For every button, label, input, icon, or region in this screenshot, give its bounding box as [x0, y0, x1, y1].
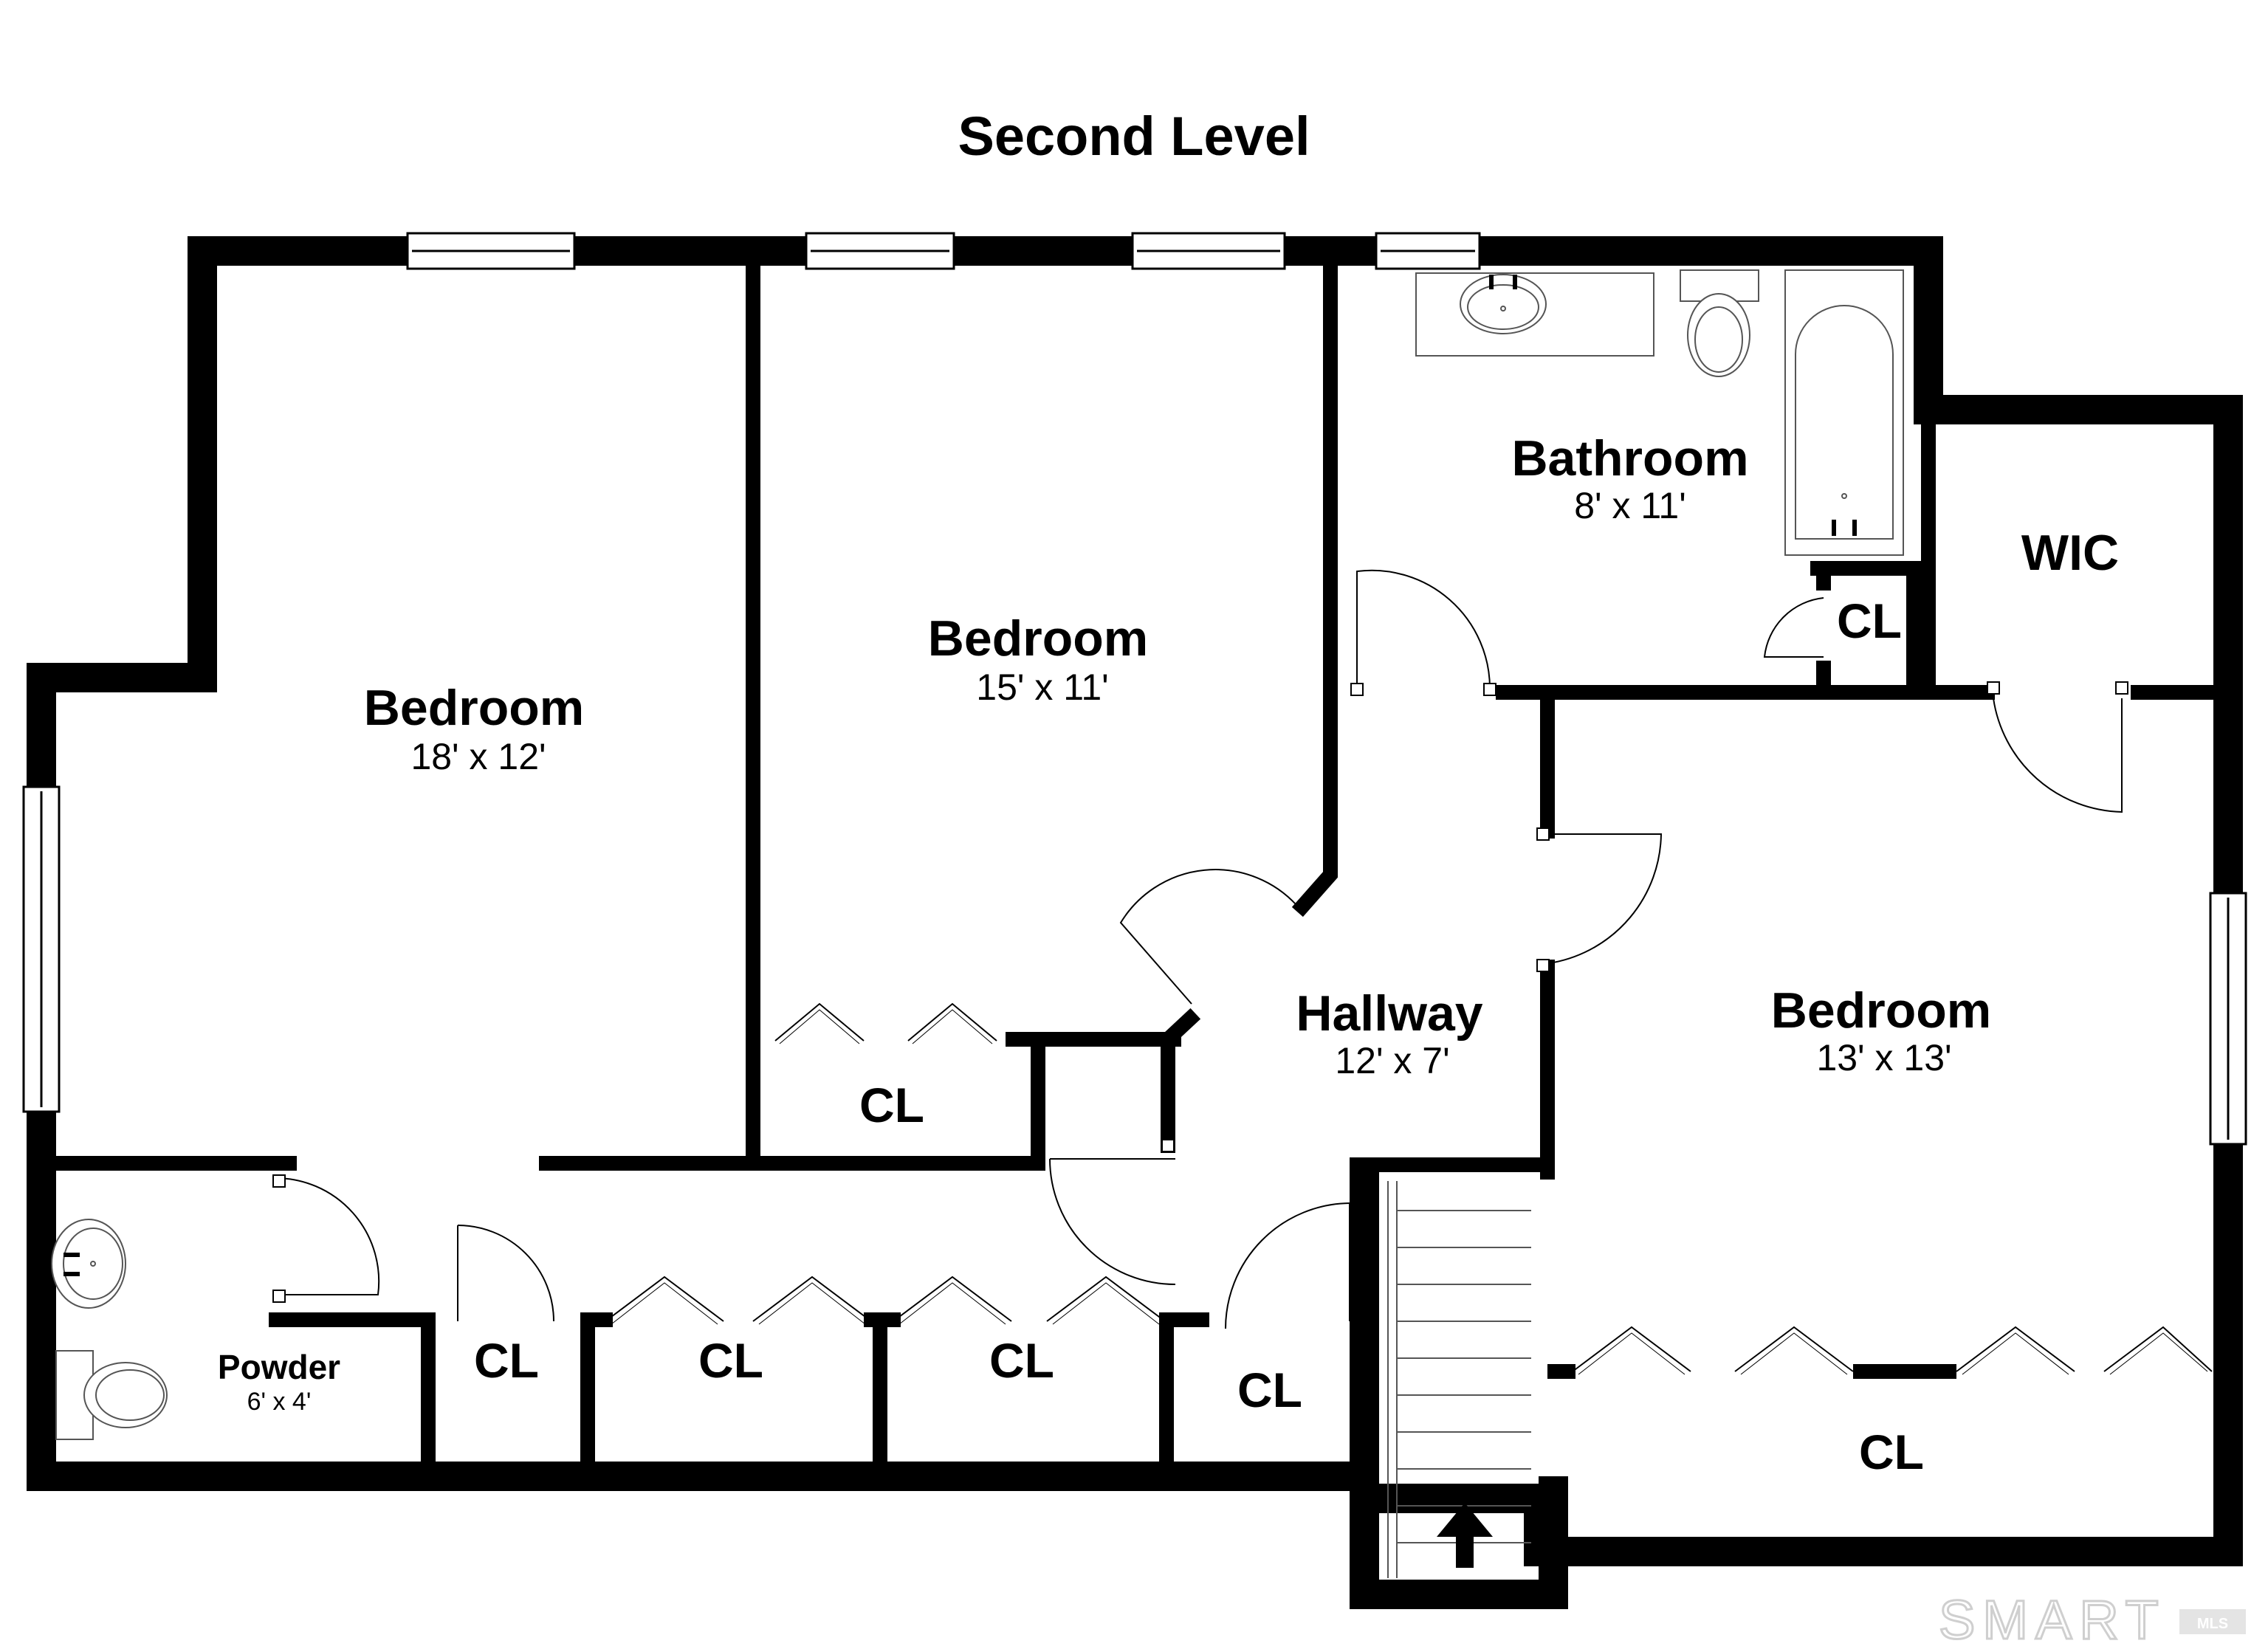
bedroom-1-dimensions: 18' x 12' — [410, 736, 546, 777]
hall-closet-2-label: CL — [698, 1333, 763, 1388]
bedroom-3-name: Bedroom — [1771, 982, 1991, 1039]
bedroom-2-dimensions: 15' x 11' — [976, 667, 1108, 708]
powder-dimensions: 6' x 4' — [247, 1388, 312, 1416]
bedroom-2-name: Bedroom — [928, 610, 1148, 667]
windows — [22, 232, 2247, 1146]
bedroom-3-closet-label: CL — [1859, 1425, 1924, 1479]
bath-closet-label: CL — [1837, 593, 1902, 648]
smart-mls-watermark: SMART MLS — [1938, 1588, 2246, 1649]
bathtub-icon — [1795, 305, 1894, 540]
bifold-doors — [605, 1002, 2213, 1375]
powder-fixtures — [51, 1219, 168, 1440]
room-labels: Bedroom 18' x 12' Bedroom 15' x 11' Bath… — [218, 430, 2119, 1479]
bathroom-fixtures — [1415, 269, 1904, 556]
hall-closet-4-label: CL — [1237, 1363, 1302, 1417]
wic-name: WIC — [2021, 525, 2119, 581]
bathroom-name: Bathroom — [1511, 430, 1748, 486]
hall-closet-3-label: CL — [989, 1333, 1054, 1388]
bathroom-dimensions: 8' x 11' — [1574, 485, 1686, 526]
powder-name: Powder — [218, 1348, 340, 1386]
hallway-dimensions: 12' x 7' — [1335, 1040, 1449, 1081]
watermark-badge: MLS — [2197, 1616, 2228, 1632]
hall-closet-1-label: CL — [474, 1333, 539, 1388]
doors — [272, 569, 2128, 1329]
hallway-name: Hallway — [1296, 985, 1482, 1042]
bedroom-2-closet-label: CL — [859, 1078, 924, 1132]
interior-walls — [47, 258, 2222, 1467]
stair-up-arrow-icon — [1437, 1503, 1493, 1568]
plan-title: Second Level — [958, 106, 1310, 167]
watermark-brand: SMART — [1939, 1589, 2166, 1649]
bedroom-3-dimensions: 13' x 13' — [1816, 1037, 1951, 1078]
bedroom-1-name: Bedroom — [364, 680, 584, 736]
